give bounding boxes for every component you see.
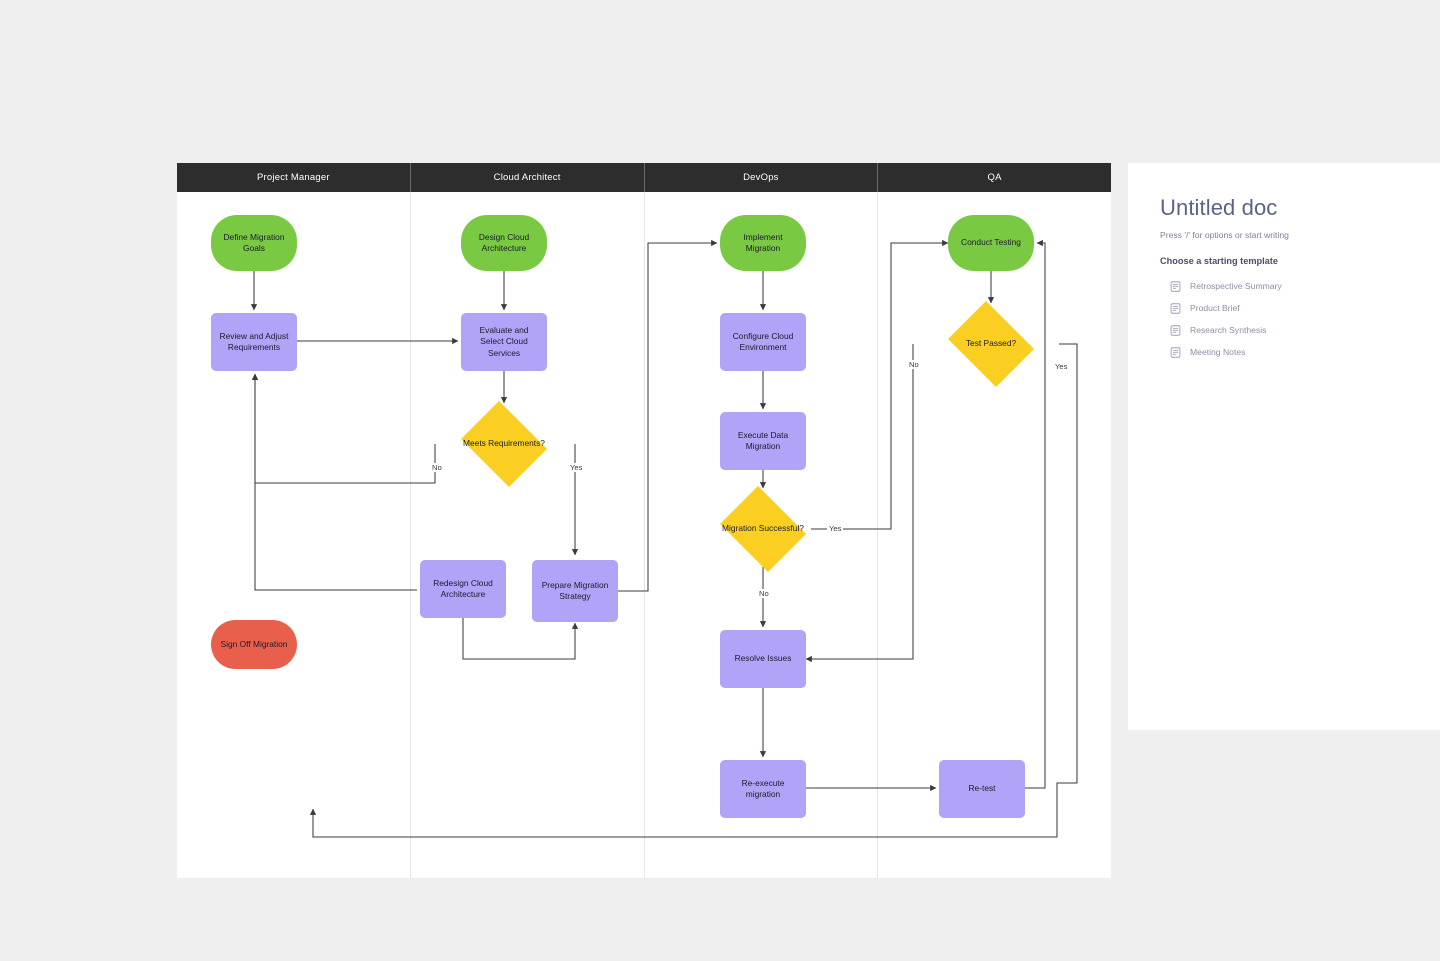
swimlane-header-qa[interactable]: QA [878,163,1111,192]
document-icon [1170,346,1181,358]
template-item-label: Product Brief [1190,303,1240,313]
node-implement-migration[interactable]: Implement Migration [720,215,806,271]
node-label: Conduct Testing [961,237,1021,248]
node-test-passed-decision[interactable]: Test Passed? [943,301,1039,387]
template-item-research-synthesis[interactable]: Research Synthesis [1160,319,1410,341]
node-prepare-migration-strategy[interactable]: Prepare Migration Strategy [532,560,618,622]
swimlane-header-row: Project Manager Cloud Architect DevOps Q… [177,163,1111,192]
template-item-label: Retrospective Summary [1190,281,1282,291]
node-configure-cloud-environment[interactable]: Configure Cloud Environment [720,313,806,371]
document-icon [1170,302,1181,314]
node-label: Configure Cloud Environment [732,330,794,352]
node-execute-data-migration[interactable]: Execute Data Migration [720,412,806,470]
node-label: Resolve Issues [734,653,792,664]
node-layer: Define Migration Goals Review and Adjust… [177,163,1111,878]
template-item-label: Meeting Notes [1190,347,1246,357]
edge-label-meets-no: No [430,463,444,472]
edge-label-meets-yes: Yes [568,463,585,472]
node-label: Meets Requirements? [463,438,545,449]
node-label: Review and Adjust Requirements [219,330,289,352]
edge-label-test-yes: Yes [1053,362,1070,371]
node-label: Sign Off Migration [220,638,288,649]
node-re-test[interactable]: Re-test [939,760,1025,818]
swimlane-header-project-manager[interactable]: Project Manager [177,163,411,192]
node-label: Prepare Migration Strategy [541,579,609,601]
swimlane-header-label: DevOps [743,172,779,183]
document-icon [1170,280,1181,292]
node-label: Execute Data Migration [737,429,789,451]
node-label: Redesign Cloud Architecture [433,577,493,599]
node-re-execute-migration[interactable]: Re-execute migration [720,760,806,818]
template-item-product-brief[interactable]: Product Brief [1160,297,1410,319]
node-evaluate-and-select-cloud-services[interactable]: Evaluate and Select Cloud Services [461,313,547,371]
node-label: Re-test [968,783,996,794]
node-label: Design Cloud Architecture [478,231,530,253]
edge-label-migration-no: No [757,589,771,598]
node-review-and-adjust-requirements[interactable]: Review and Adjust Requirements [211,313,297,371]
node-meets-requirements-decision[interactable]: Meets Requirements? [456,401,552,487]
document-icon [1170,324,1181,336]
edge-label-test-no: No [907,360,921,369]
node-sign-off-migration[interactable]: Sign Off Migration [211,620,297,669]
swimlane-header-cloud-architect[interactable]: Cloud Architect [411,163,645,192]
template-item-label: Research Synthesis [1190,325,1267,335]
node-label: Define Migration Goals [223,231,285,253]
node-migration-successful-decision[interactable]: Migration Successful? [715,486,811,572]
node-label: Test Passed? [965,338,1017,349]
swimlane-header-label: Project Manager [257,172,330,183]
node-conduct-testing[interactable]: Conduct Testing [948,215,1034,271]
node-label: Re-execute migration [741,777,785,799]
node-label: Evaluate and Select Cloud Services [479,324,529,358]
document-panel[interactable]: Untitled doc Press '/' for options or st… [1128,163,1440,730]
flowchart-canvas[interactable]: Project Manager Cloud Architect DevOps Q… [177,163,1111,878]
doc-placeholder-hint: Press '/' for options or start writing [1160,230,1289,240]
swimlane-header-label: Cloud Architect [493,172,561,183]
node-resolve-issues[interactable]: Resolve Issues [720,630,806,688]
template-item-retrospective-summary[interactable]: Retrospective Summary [1160,275,1410,297]
swimlane-header-devops[interactable]: DevOps [645,163,879,192]
edge-label-migration-yes: Yes [827,524,844,533]
swimlane-header-label: QA [987,172,1002,183]
doc-title[interactable]: Untitled doc [1160,195,1278,220]
node-design-cloud-architecture[interactable]: Design Cloud Architecture [461,215,547,271]
node-define-migration-goals[interactable]: Define Migration Goals [211,215,297,271]
template-list: Retrospective Summary Product Brief [1160,275,1410,363]
node-redesign-cloud-architecture[interactable]: Redesign Cloud Architecture [420,560,506,618]
template-item-meeting-notes[interactable]: Meeting Notes [1160,341,1410,363]
node-label: Implement Migration [743,231,783,253]
template-section-heading: Choose a starting template [1160,256,1278,266]
node-label: Migration Successful? [722,523,804,534]
